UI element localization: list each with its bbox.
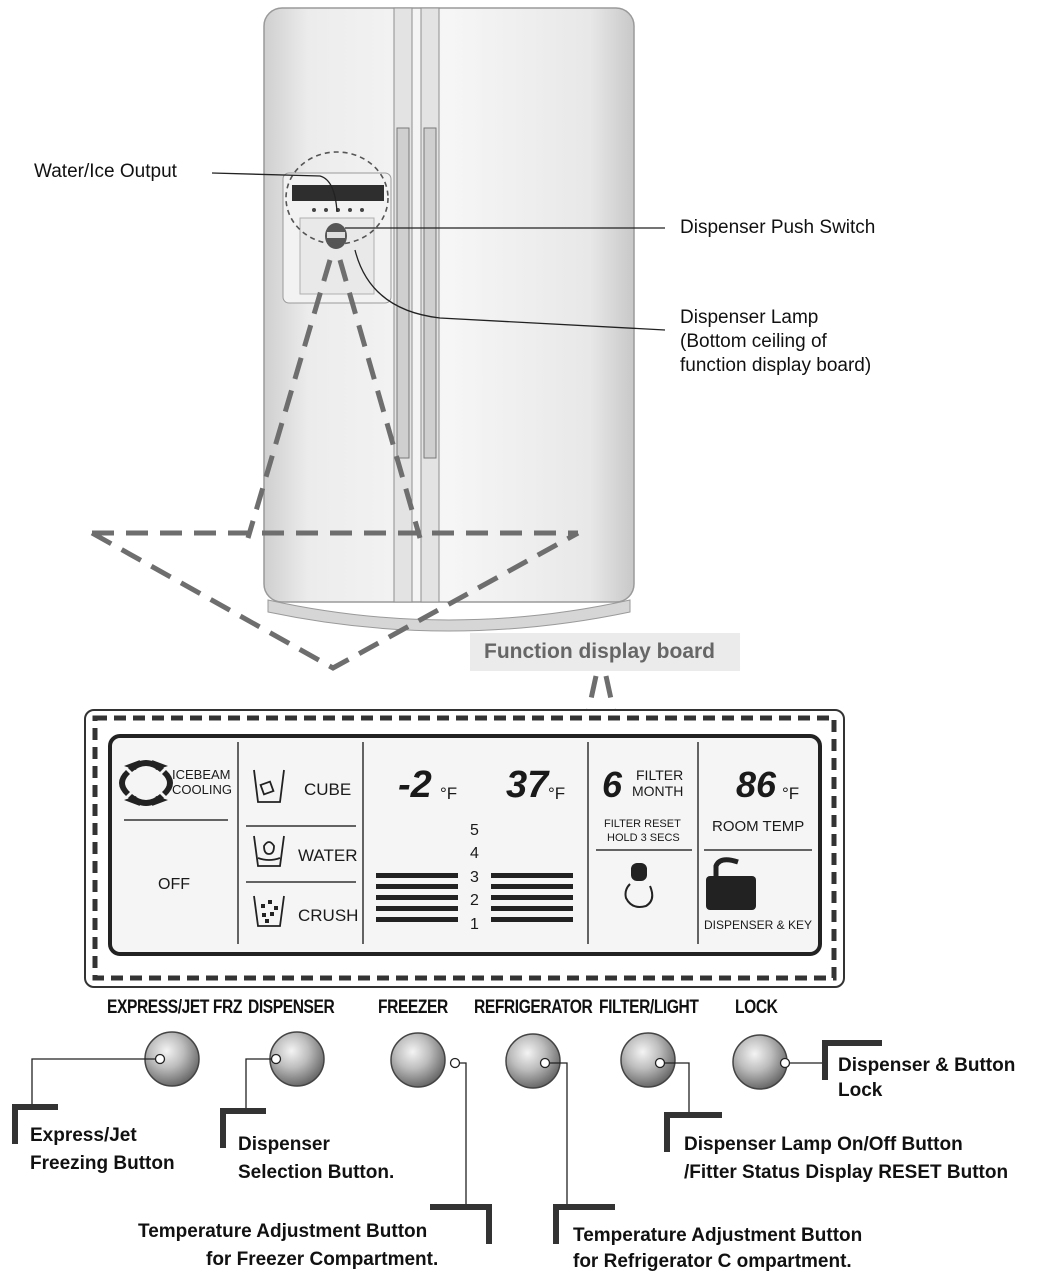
filter-label-line1: FILTER [636, 767, 684, 783]
function-display-board [84, 709, 845, 988]
dispenser-lamp-label-line1: Dispenser Lamp [680, 307, 819, 328]
water-label: WATER [298, 846, 358, 865]
freezer-unit: °F [440, 784, 458, 803]
dispenser-button-label: DISPENSER [248, 997, 335, 1018]
dispenser-lamp-label-line2: (Bottom ceiling of [680, 331, 827, 352]
filter-month-digit: 6 [602, 764, 623, 805]
dispenser-selection-callout-line1: Dispenser [238, 1134, 330, 1155]
freezer-temp-display: -2 [398, 764, 432, 806]
dispenser-key-label: DISPENSER & KEY [704, 918, 813, 932]
level-5: 5 [470, 822, 479, 839]
lock-icon [706, 857, 756, 910]
lamp-filter-callout-line2: /Fitter Status Display RESET Button [684, 1162, 1009, 1183]
off-label: OFF [158, 876, 190, 893]
icebeam-label-line2: COOLING [172, 782, 232, 797]
level-1: 1 [470, 916, 479, 933]
bottom-leader-lines [31, 1058, 822, 1210]
level-3: 3 [470, 869, 479, 886]
refrigerator-button-label: REFRIGERATOR [474, 997, 593, 1018]
board-tag: Function display board [484, 640, 716, 663]
level-bars [376, 873, 573, 922]
dispenser-selection-callout-line2: Selection Button. [238, 1162, 395, 1183]
refrigerator-illustration [263, 7, 635, 632]
top-leader-lines [211, 172, 666, 331]
water-ice-output-label: Water/Ice Output [34, 161, 177, 182]
crush-label: CRUSH [298, 906, 359, 925]
control-knobs [144, 1031, 791, 1090]
icebeam-label-line1: ICEBEAM [172, 767, 231, 782]
room-temp-label: ROOM TEMP [712, 818, 805, 835]
board-tag-bg [470, 633, 740, 671]
level-2: 2 [470, 892, 479, 909]
filter-reset-line2: HOLD 3 SECS [607, 832, 680, 844]
lock-callout-line1: Dispenser & Button [838, 1055, 1016, 1076]
dispenser-lamp-icon [624, 863, 654, 908]
lock-button-label: LOCK [735, 997, 778, 1018]
level-4: 4 [470, 845, 479, 862]
fridge-unit: °F [548, 784, 566, 803]
room-temp-display: 86 [736, 764, 777, 805]
lock-callout-line2: Lock [838, 1080, 883, 1101]
express-jet-callout-line2: Freezing Button [30, 1153, 175, 1174]
dispenser-push-switch-label: Dispenser Push Switch [680, 217, 876, 238]
filter-reset-line1: FILTER RESET [604, 818, 681, 830]
icebeam-cooling-icon [119, 760, 173, 806]
fridge-temp-display: 37 [506, 764, 549, 806]
lamp-filter-callout-line1: Dispenser Lamp On/Off Button [684, 1134, 963, 1155]
cube-label: CUBE [304, 780, 352, 799]
freezer-temp-callout-line1: Temperature Adjustment Button [138, 1221, 428, 1242]
dispenser-lamp-label-line3: function display board) [680, 355, 872, 376]
room-temp-unit: °F [782, 784, 800, 803]
fridge-temp-callout-line2: for Refrigerator C ompartment. [573, 1251, 852, 1272]
freezer-temp-callout-line2: for Freezer Compartment. [206, 1249, 439, 1270]
filter-light-button-label: FILTER/LIGHT [599, 997, 699, 1018]
express-jet-callout-line1: Express/Jet [30, 1125, 137, 1146]
freezer-button-label: FREEZER [378, 997, 448, 1018]
filter-label-line2: MONTH [632, 783, 684, 799]
express-jet-frz-button-label: EXPRESS/JET FRZ [107, 997, 242, 1018]
cup-icons [253, 769, 285, 927]
callout-brackets [12, 1040, 882, 1244]
fridge-temp-callout-line1: Temperature Adjustment Button [573, 1225, 863, 1246]
